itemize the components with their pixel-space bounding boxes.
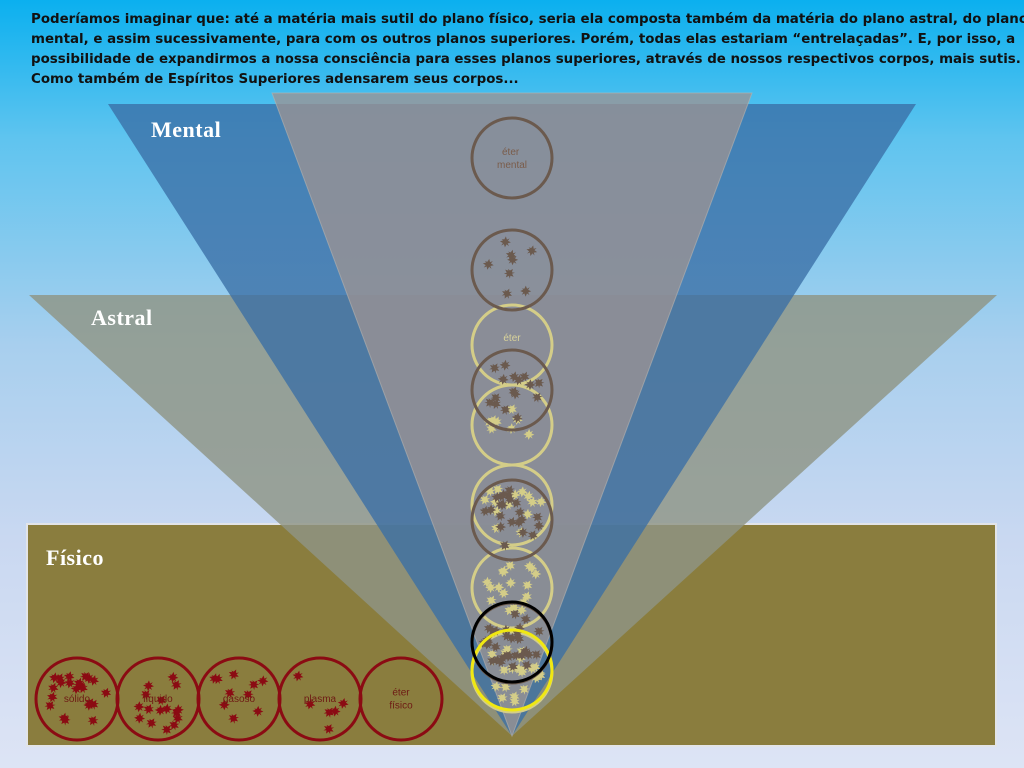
mental-plane-label: Mental	[151, 117, 221, 142]
astral-plane-label: Astral	[91, 305, 153, 330]
astral-column-circle	[470, 463, 554, 547]
state-label: gasoso	[223, 694, 256, 705]
state-label: sólido	[64, 694, 91, 705]
state-circle-outline	[358, 656, 444, 742]
mental-column-circle	[470, 478, 554, 562]
state-label: plasma	[304, 694, 337, 705]
state-label-line: gasoso	[223, 694, 256, 705]
state-circle: éter físico	[358, 656, 444, 742]
state-label-line: plasma	[304, 694, 337, 705]
mental-ether-label: éter mental	[497, 147, 527, 171]
junction-circle-black	[470, 600, 554, 684]
state-label: éter físico	[389, 688, 413, 712]
state-label-line: físico	[389, 701, 413, 712]
mental-column-circle	[470, 228, 554, 312]
central-circles: éter mental éter	[470, 116, 554, 714]
mental-column-circle	[470, 348, 554, 432]
intro-line: mental, e assim sucessivamente, para com…	[31, 32, 1016, 47]
astral-ether-label: éter	[503, 333, 521, 344]
intro-line: Poderíamos imaginar que: até a matéria m…	[31, 12, 1024, 27]
mental-ether-label-line: mental	[497, 160, 527, 171]
intro-line: possibilidade de expandirmos a nossa con…	[31, 52, 1021, 67]
intro-line: Como também de Espíritos Superiores aden…	[31, 72, 519, 87]
state-label: líquido	[143, 694, 173, 705]
mental-ether-label-line: éter	[502, 147, 520, 158]
astral-column-circle	[470, 546, 554, 630]
state-label-line: líquido	[143, 694, 173, 705]
physical-plane-label: Físico	[46, 545, 104, 570]
intro-text: Poderíamos imaginar que: até a matéria m…	[31, 10, 1024, 90]
junction-circle-yellow	[470, 628, 554, 712]
physical-states-row: sólido líquido gasoso plasma éter físico	[34, 656, 444, 742]
state-label-line: sólido	[64, 694, 91, 705]
center-column-triangle	[271, 92, 753, 738]
mental-ether-circle	[470, 116, 554, 200]
state-label-line: éter	[392, 688, 410, 699]
